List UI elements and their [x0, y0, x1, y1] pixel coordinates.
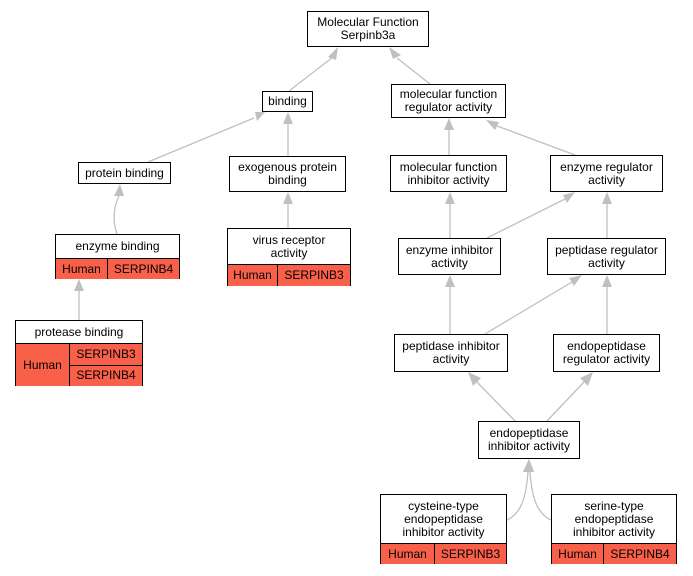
- species-cell: Human: [228, 265, 278, 286]
- node-enzyme-regulator-activity[interactable]: enzyme regulator activity: [550, 155, 663, 192]
- gene-list: SERPINB3: [278, 265, 350, 286]
- node-root[interactable]: Molecular Function Serpinb3a: [307, 11, 429, 47]
- node-mfra-label: molecular function regulator activity: [399, 87, 498, 114]
- node-epia-label: endopeptidase inhibitor activity: [487, 426, 571, 453]
- arrowhead-era-to-mfra: [486, 120, 499, 130]
- species-cell: Human: [56, 259, 108, 279]
- node-protease-label: protease binding: [34, 324, 124, 339]
- annotation-row: Human SERPINB3: [381, 543, 506, 564]
- gene-cell[interactable]: SERPINB4: [113, 261, 174, 276]
- node-endopeptidase-inhibitor-activity[interactable]: endopeptidase inhibitor activity: [478, 421, 580, 459]
- node-binding[interactable]: binding: [262, 91, 313, 112]
- edge-protein-to-binding: [147, 117, 255, 163]
- node-pra-label: peptidase regulator activity: [555, 242, 658, 270]
- node-exo-label: exogenous protein binding: [238, 160, 337, 187]
- arrowhead-mfra-to-root: [389, 47, 401, 59]
- node-root-label: Molecular Function Serpinb3a: [317, 15, 419, 42]
- node-mfia-label: molecular function inhibitor activity: [399, 159, 498, 187]
- arrowhead-binding-to-root: [328, 47, 338, 60]
- annotation-row: Human SERPINB4: [552, 543, 676, 564]
- species-cell: Human: [552, 544, 604, 564]
- arrowhead-pia-to-pra: [569, 275, 582, 286]
- arrowhead-enzyme-to-protein: [114, 184, 124, 196]
- node-cysteine-type-endopeptidase-inhibitor-activity[interactable]: cysteine-type endopeptidase inhibitor ac…: [380, 494, 507, 564]
- node-peptidase-inhibitor-activity[interactable]: peptidase inhibitor activity: [394, 334, 508, 372]
- edge-pia-to-pra: [484, 281, 573, 335]
- gene-cell[interactable]: SERPINB4: [70, 364, 142, 387]
- node-exogenous-protein-binding[interactable]: exogenous protein binding: [229, 156, 346, 192]
- gene-list: SERPINB4: [604, 544, 676, 564]
- gene-list: SERPINB3 SERPINB4: [70, 344, 142, 386]
- gene-list: SERPINB3: [435, 544, 506, 564]
- node-serine-type-endopeptidase-inhibitor-activity[interactable]: serine-type endopeptidase inhibitor acti…: [551, 494, 677, 564]
- gene-cell[interactable]: SERPINB4: [610, 546, 670, 561]
- node-enzyme-binding[interactable]: enzyme binding Human SERPINB4: [55, 234, 180, 279]
- arrowhead-exo-to-binding: [283, 112, 293, 124]
- node-endopeptidase-regulator-activity[interactable]: endopeptidase regulator activity: [553, 334, 660, 372]
- gene-cell[interactable]: SERPINB3: [440, 546, 501, 561]
- node-protein-binding-label: protein binding: [85, 165, 164, 180]
- node-molecular-function-regulator-activity[interactable]: molecular function regulator activity: [391, 84, 506, 118]
- node-enzyme-binding-label: enzyme binding: [75, 239, 160, 253]
- edge-eia-to-era: [486, 198, 566, 239]
- node-binding-label: binding: [268, 94, 307, 108]
- arrowhead-epia-to-pia: [468, 372, 481, 386]
- edge-era-to-mfra: [496, 125, 576, 156]
- annotation-row: Human SERPINB4: [56, 258, 179, 279]
- gene-cell[interactable]: SERPINB3: [76, 346, 136, 361]
- node-molecular-function-inhibitor-activity[interactable]: molecular function inhibitor activity: [390, 155, 507, 192]
- arrowhead-mfia-to-mfra: [444, 118, 454, 130]
- arrowhead-pra-to-era: [602, 192, 612, 204]
- species-cell: Human: [381, 544, 435, 564]
- gene-list: SERPINB4: [108, 259, 179, 279]
- edge-binding-to-root: [288, 56, 334, 92]
- arrowhead-eia-to-mfia: [445, 192, 455, 204]
- arrowhead-virus-to-exo: [283, 192, 293, 204]
- edge-mfra-to-root: [396, 57, 431, 85]
- edge-enzyme-to-protein: [113, 195, 120, 235]
- edge-epia-to-pia: [476, 381, 516, 422]
- edge-ser-to-epia: [529, 471, 552, 521]
- arrowhead-protease-to-enzyme: [74, 279, 84, 291]
- node-peptidase-regulator-activity[interactable]: peptidase regulator activity: [547, 238, 666, 275]
- edge-epia-to-epra: [546, 381, 585, 422]
- node-enzyme-inhibitor-activity[interactable]: enzyme inhibitor activity: [398, 238, 501, 275]
- node-protease-binding[interactable]: protease binding Human SERPINB3 SERPINB4: [15, 320, 143, 386]
- species-cell: Human: [16, 344, 70, 386]
- arrowhead-pia-to-eia: [445, 275, 455, 287]
- gene-cell[interactable]: SERPINB3: [284, 268, 344, 282]
- node-ser-label: serine-type endopeptidase inhibitor acti…: [572, 498, 656, 539]
- node-protein-binding[interactable]: protein binding: [78, 162, 171, 184]
- arrowhead-protein-to-binding: [255, 112, 265, 121]
- node-virus-receptor-activity[interactable]: virus receptor activity Human SERPINB3: [227, 228, 351, 286]
- edge-cys-to-epia: [506, 471, 529, 521]
- node-epra-label: endopeptidase regulator activity: [562, 339, 651, 366]
- arrowhead-epra-to-pra: [602, 275, 612, 287]
- node-eia-label: enzyme inhibitor activity: [405, 242, 494, 270]
- arrowhead-eia-to-era: [563, 192, 575, 203]
- annotation-row: Human SERPINB3 SERPINB4: [16, 343, 142, 386]
- arrowhead-epia-to-epra: [580, 372, 593, 386]
- node-cys-label: cysteine-type endopeptidase inhibitor ac…: [402, 498, 485, 539]
- annotation-row: Human SERPINB3: [228, 264, 350, 286]
- arrowhead-ser-to-epia: [523, 459, 534, 472]
- node-era-label: enzyme regulator activity: [560, 159, 653, 187]
- node-virus-label: virus receptor activity: [252, 232, 326, 260]
- node-pia-label: peptidase inhibitor activity: [402, 339, 500, 366]
